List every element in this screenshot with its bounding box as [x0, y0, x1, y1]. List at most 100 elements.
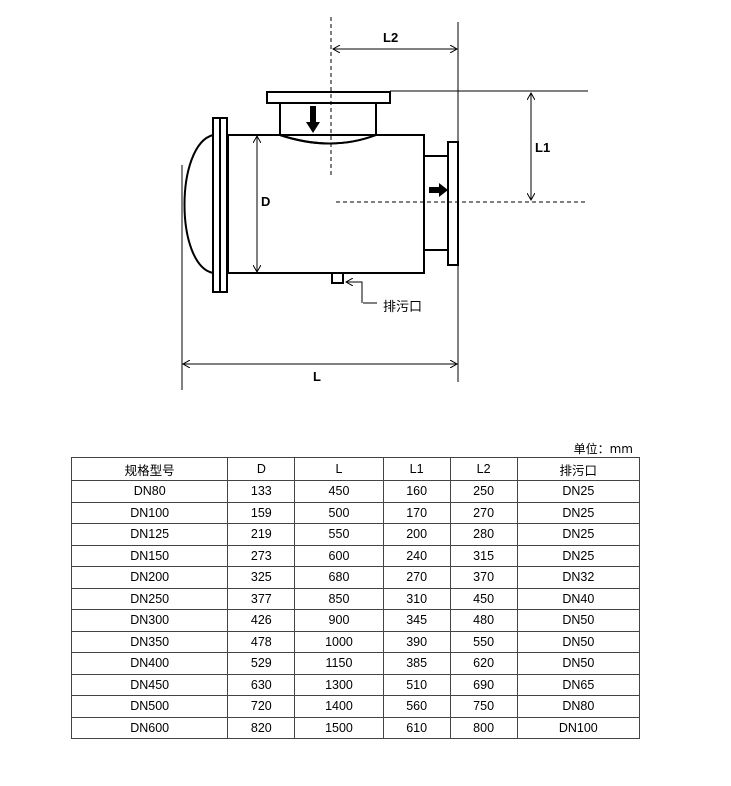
outlet-arrow-icon	[429, 183, 448, 197]
table-cell: DN150	[70, 544, 229, 567]
column-header: L2	[449, 457, 518, 481]
table-cell: 270	[449, 501, 518, 524]
dimension-lines	[181, 17, 588, 390]
inlet-flange	[266, 91, 391, 104]
table-cell: 850	[294, 587, 384, 610]
table-cell: DN500	[70, 695, 229, 718]
table-cell: 820	[227, 716, 296, 739]
outlet-flange	[447, 141, 459, 266]
table-cell: DN50	[516, 652, 641, 675]
table-cell: 315	[449, 544, 518, 567]
table-cell: DN450	[70, 673, 229, 696]
table-cell: 750	[449, 695, 518, 718]
table-cell: 345	[382, 609, 451, 632]
table-cell: 610	[382, 716, 451, 739]
table-cell: DN100	[70, 501, 229, 524]
table-cell: 600	[294, 544, 384, 567]
table-cell: 510	[382, 673, 451, 696]
table-cell: 1500	[294, 716, 384, 739]
table-cell: 390	[382, 630, 451, 653]
table-cell: DN300	[70, 609, 229, 632]
column-header: L1	[382, 457, 451, 481]
outlet-neck	[423, 155, 449, 251]
table-cell: 450	[294, 480, 384, 503]
table-cell: 690	[449, 673, 518, 696]
table-cell: DN25	[516, 523, 641, 546]
table-cell: 800	[449, 716, 518, 739]
table-cell: 325	[227, 566, 296, 589]
table-cell: 240	[382, 544, 451, 567]
table-cell: 1400	[294, 695, 384, 718]
table-cell: 450	[449, 587, 518, 610]
table-cell: 200	[382, 523, 451, 546]
table-cell: 250	[449, 480, 518, 503]
table-cell: 480	[449, 609, 518, 632]
table-cell: DN600	[70, 716, 229, 739]
table-cell: 270	[382, 566, 451, 589]
filter-diagram	[181, 17, 588, 390]
table-cell: DN250	[70, 587, 229, 610]
inlet-arrow-icon	[306, 106, 320, 133]
table-cell: 273	[227, 544, 296, 567]
table-cell: DN100	[516, 716, 641, 739]
table-cell: 159	[227, 501, 296, 524]
drain-port	[331, 272, 344, 284]
table-cell: 900	[294, 609, 384, 632]
table-cell: 219	[227, 523, 296, 546]
table-cell: DN50	[516, 630, 641, 653]
table-cell: 560	[382, 695, 451, 718]
table-cell: DN25	[516, 480, 641, 503]
table-cell: DN400	[70, 652, 229, 675]
table-cell: 133	[227, 480, 296, 503]
column-header: L	[294, 457, 384, 481]
table-cell: 478	[227, 630, 296, 653]
dimension-label-l: L	[313, 369, 321, 384]
table-cell: 280	[449, 523, 518, 546]
table-cell: 500	[294, 501, 384, 524]
column-header: 规格型号	[70, 457, 229, 481]
table-cell: 630	[227, 673, 296, 696]
table-cell: 377	[227, 587, 296, 610]
table-cell: DN50	[516, 609, 641, 632]
table-cell: DN125	[70, 523, 229, 546]
table-cell: DN32	[516, 566, 641, 589]
table-cell: DN65	[516, 673, 641, 696]
table-cell: 1300	[294, 673, 384, 696]
table-cell: 370	[449, 566, 518, 589]
inlet-neck	[279, 102, 377, 136]
table-cell: 620	[449, 652, 518, 675]
table-cell: 550	[449, 630, 518, 653]
table-cell: 529	[227, 652, 296, 675]
dimension-label-l2: L2	[383, 30, 399, 45]
table-cell: DN200	[70, 566, 229, 589]
column-header: 排污口	[516, 457, 641, 481]
table-cell: 720	[227, 695, 296, 718]
table-cell: DN350	[70, 630, 229, 653]
drain-port-label: 排污口	[383, 300, 423, 315]
table-cell: DN80	[70, 480, 229, 503]
unit-label: 单位：mm	[573, 442, 633, 456]
table-cell: 170	[382, 501, 451, 524]
table-cell: 550	[294, 523, 384, 546]
table-cell: DN40	[516, 587, 641, 610]
table-cell: DN25	[516, 544, 641, 567]
table-cell: DN80	[516, 695, 641, 718]
table-cell: 385	[382, 652, 451, 675]
table-cell: DN25	[516, 501, 641, 524]
column-header: D	[227, 457, 296, 481]
table-cell: 160	[382, 480, 451, 503]
dimension-label-d: D	[261, 194, 271, 209]
table-cell: 426	[227, 609, 296, 632]
